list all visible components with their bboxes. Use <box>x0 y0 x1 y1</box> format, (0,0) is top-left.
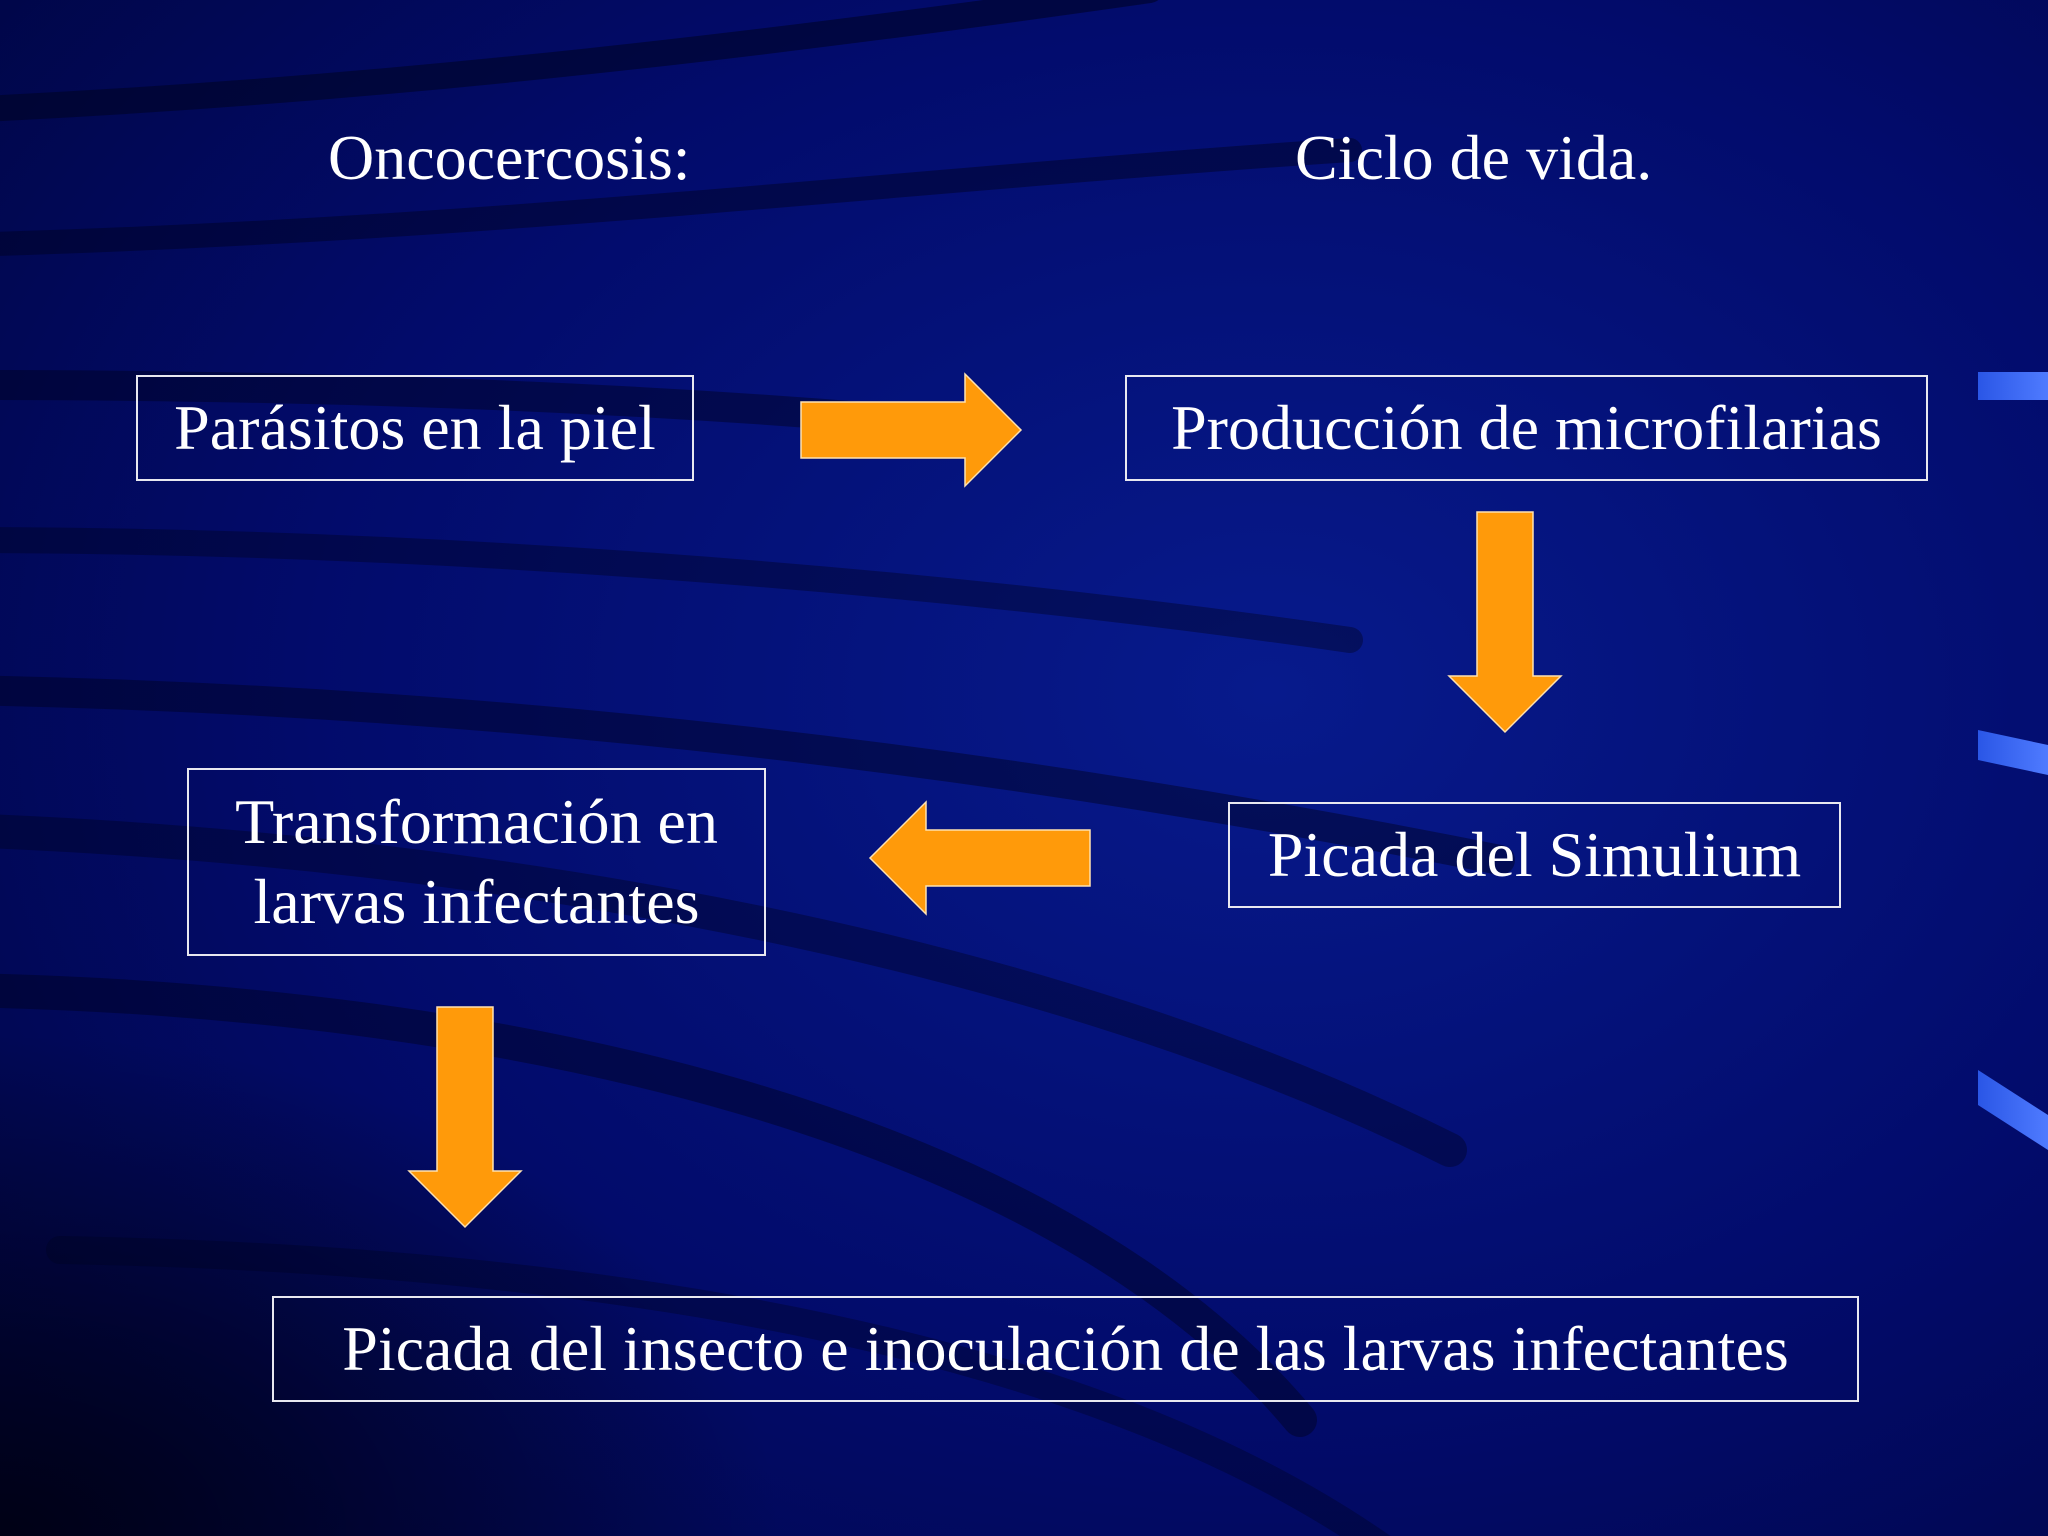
node-label-line-1: Transformación en <box>235 786 718 857</box>
arrow-down-icon <box>1447 511 1563 734</box>
node-label: Parásitos en la piel <box>174 392 656 463</box>
arrow-left-icon <box>868 800 1091 916</box>
node-picada-del-insecto: Picada del insecto e inoculación de las … <box>272 1296 1859 1402</box>
slide-title-right: Ciclo de vida. <box>1295 122 1653 193</box>
node-label: Picada del insecto e inoculación de las … <box>342 1313 1789 1384</box>
node-label: Picada del Simulium <box>1267 819 1802 890</box>
node-label-line-2: larvas infectantes <box>253 866 700 937</box>
node-picada-del-simulium: Picada del Simulium <box>1228 802 1841 908</box>
arrow-down-icon <box>407 1006 523 1229</box>
node-produccion-de-microfilarias: Producción de microfilarias <box>1125 375 1928 481</box>
node-parasitos-en-la-piel: Parásitos en la piel <box>136 375 694 481</box>
node-transformacion-en-larvas: Transformación en larvas infectantes <box>187 768 766 956</box>
node-label: Producción de microfilarias <box>1171 392 1882 463</box>
arrow-right-icon <box>800 372 1023 488</box>
slide-title-left: Oncocercosis: <box>328 122 691 193</box>
